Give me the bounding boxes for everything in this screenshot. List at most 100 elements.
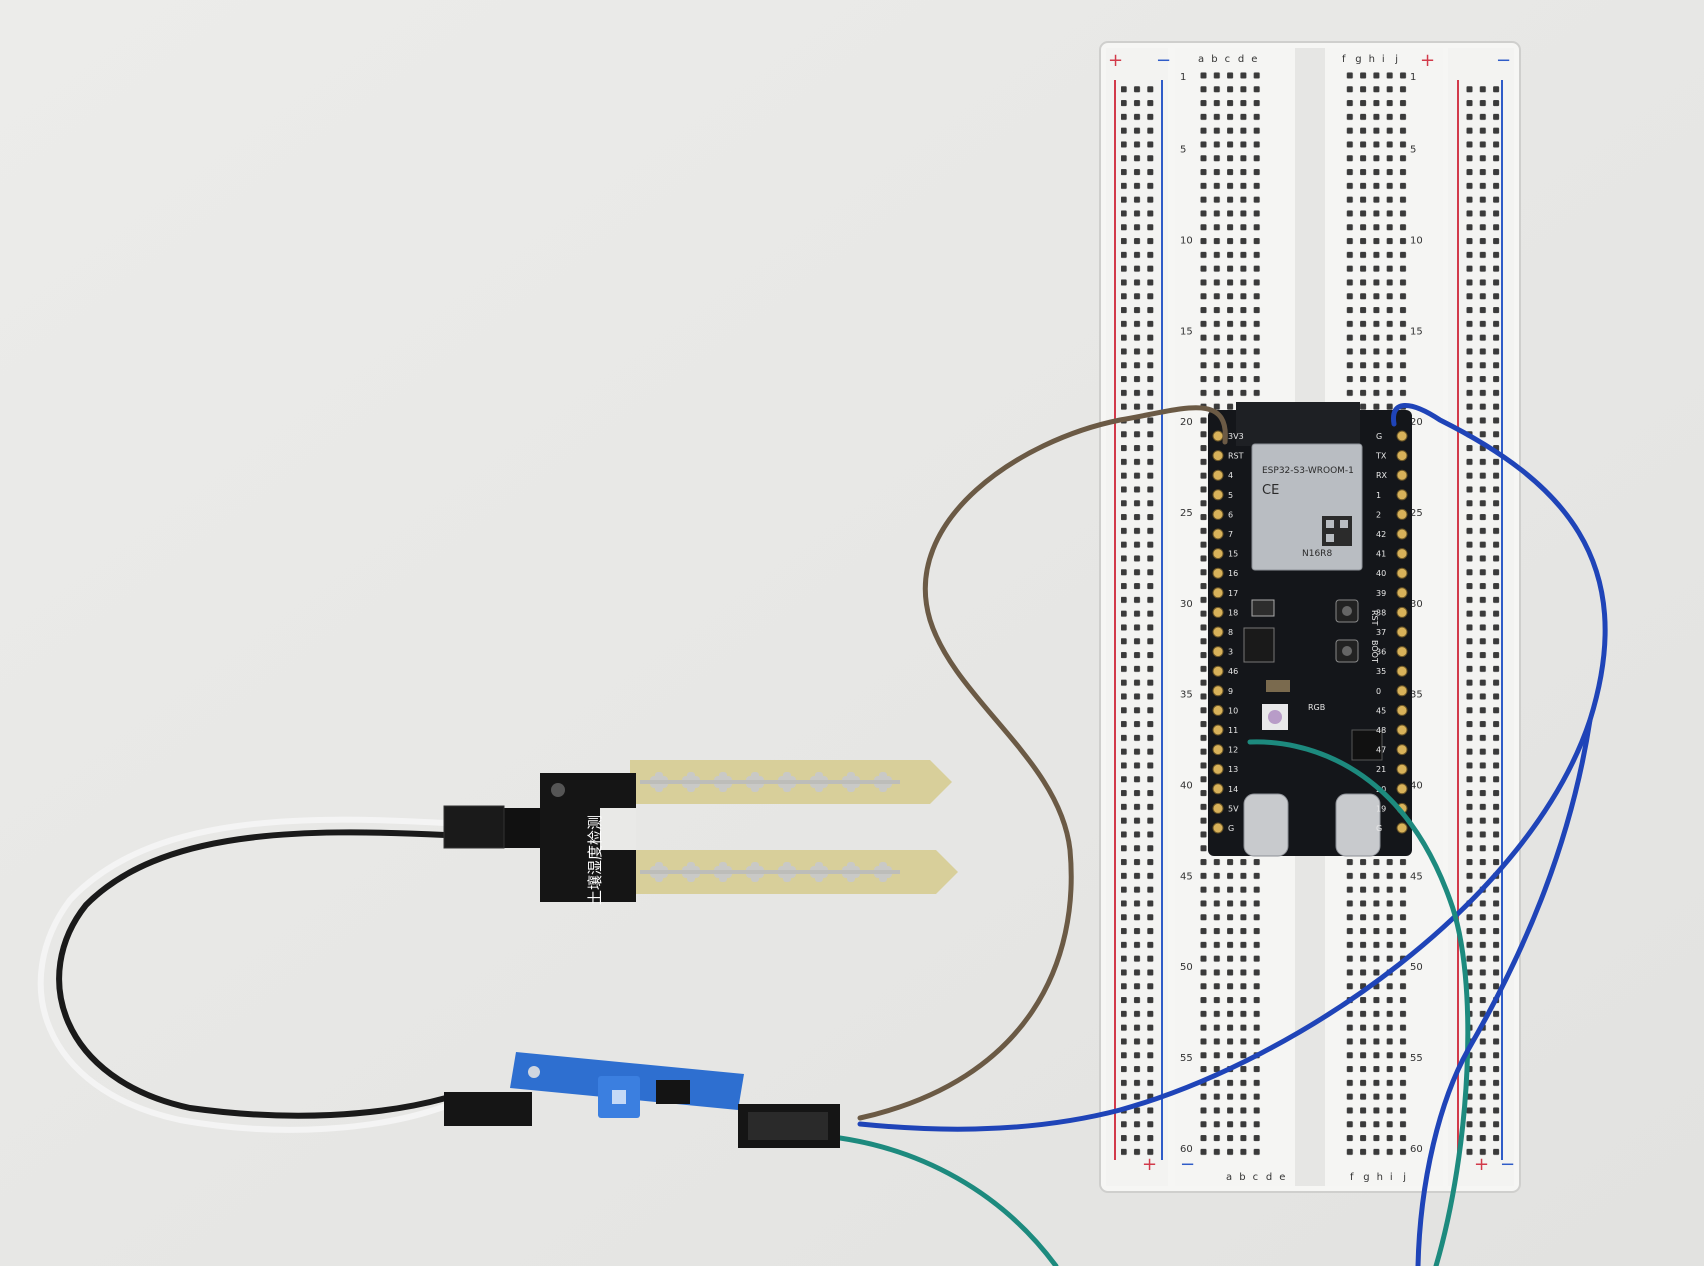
right-pin-pad — [1396, 508, 1408, 520]
boot-button-cap — [1342, 646, 1352, 656]
usb-c-port-left[interactable] — [1243, 793, 1289, 857]
row-number-15: 15 — [1410, 326, 1423, 337]
column-letter-i: i — [1382, 54, 1385, 65]
row-number-45: 45 — [1180, 871, 1193, 882]
left-pin-label-11: 11 — [1228, 726, 1238, 735]
qr-pixel — [1326, 520, 1334, 528]
soil-moisture-probe: 土壤湿度检测 — [443, 760, 958, 905]
column-letter-g: g — [1363, 1172, 1369, 1183]
right-pin-label-RX: RX — [1376, 471, 1388, 480]
row-number-30: 30 — [1410, 599, 1423, 610]
right-pin-label-35: 35 — [1376, 667, 1386, 676]
right-pin-pad — [1396, 528, 1408, 540]
left-pin-label-G: G — [1228, 824, 1234, 833]
right-pin-label-0: 0 — [1376, 687, 1381, 696]
left-pin-label-46: 46 — [1228, 667, 1238, 676]
left-pin-pad — [1212, 450, 1224, 462]
right-pin-label-2: 2 — [1376, 510, 1381, 519]
left-pin-label-3: 3 — [1228, 648, 1233, 657]
potentiometer-screw — [612, 1090, 626, 1104]
esp32-ce-mark: CE — [1262, 483, 1279, 498]
left-pin-label-18: 18 — [1228, 608, 1238, 617]
left-pin-label-12: 12 — [1228, 746, 1238, 755]
rail-plus-bottom-right: + — [1474, 1154, 1489, 1175]
right-pin-pad — [1396, 606, 1408, 618]
row-number-20: 20 — [1180, 417, 1193, 428]
rail-plus-bottom-left: + — [1142, 1154, 1157, 1175]
column-letter-c: c — [1253, 1172, 1259, 1183]
left-pin-pad — [1212, 469, 1224, 481]
capacitor — [1266, 680, 1290, 692]
left-pin-pad — [1212, 489, 1224, 501]
row-number-5: 5 — [1410, 145, 1416, 156]
right-rail-holes — [1464, 85, 1501, 1160]
rgb-led-lens — [1268, 710, 1282, 724]
row-number-25: 25 — [1180, 508, 1193, 519]
left-pin-pad — [1212, 646, 1224, 658]
left-pin-pad — [1212, 606, 1224, 618]
probe-head — [540, 773, 636, 902]
right-pin-pad — [1396, 646, 1408, 658]
black-wire — [56, 829, 449, 1119]
right-pin-label-37: 37 — [1376, 628, 1386, 637]
left-pin-pad — [1212, 567, 1224, 579]
right-pin-pad — [1396, 587, 1408, 599]
right-pin-label-G: G — [1376, 432, 1382, 441]
left-pin-label-7: 7 — [1228, 530, 1233, 539]
boot-label: BOOT — [1370, 640, 1379, 663]
left-pin-pad — [1212, 763, 1224, 775]
left-pin-label-10: 10 — [1228, 706, 1238, 715]
left-pin-pad — [1212, 724, 1224, 736]
left-pin-label-15: 15 — [1228, 550, 1238, 559]
row-number-55: 55 — [1410, 1053, 1423, 1064]
right-pin-label-TX: TX — [1375, 452, 1387, 461]
left-pin-pad — [1212, 508, 1224, 520]
usb-c-port-right[interactable] — [1335, 793, 1381, 857]
left-pin-label-9: 9 — [1228, 687, 1233, 696]
row-number-55: 55 — [1180, 1053, 1193, 1064]
esp32-module-antenna — [1236, 402, 1360, 446]
right-pin-label-42: 42 — [1376, 530, 1386, 539]
right-pin-pad — [1396, 724, 1408, 736]
left-pin-pad — [1212, 704, 1224, 716]
right-pin-label-38: 38 — [1376, 608, 1386, 617]
column-letter-e: e — [1251, 54, 1257, 65]
row-number-30: 30 — [1180, 599, 1193, 610]
left-pin-label-5V: 5V — [1228, 804, 1239, 813]
right-pin-label-48: 48 — [1376, 726, 1386, 735]
right-pin-pad — [1396, 744, 1408, 756]
left-pin-label-4: 4 — [1228, 471, 1233, 480]
probe-head-slot — [600, 808, 636, 850]
right-pin-pad — [1396, 548, 1408, 560]
left-pin-pad — [1212, 665, 1224, 677]
column-letter-j: j — [1394, 54, 1398, 65]
left-pin-label-6: 6 — [1228, 510, 1233, 519]
ldo-chip — [1243, 627, 1275, 663]
column-letter-d: d — [1238, 54, 1244, 65]
row-number-5: 5 — [1180, 145, 1186, 156]
left-pin-pad — [1212, 430, 1224, 442]
column-letter-a: a — [1198, 54, 1204, 65]
column-letter-h: h — [1369, 54, 1375, 65]
probe-label: 土壤湿度检测 — [586, 815, 604, 905]
row-number-1: 1 — [1410, 72, 1416, 83]
right-pin-pad — [1396, 763, 1408, 775]
column-letter-b: b — [1211, 54, 1217, 65]
left-pin-pad — [1212, 685, 1224, 697]
row-number-50: 50 — [1410, 962, 1423, 973]
right-pin-label-19: 19 — [1376, 804, 1386, 813]
row-number-45: 45 — [1410, 871, 1423, 882]
rail-plus-top-left: + — [1108, 50, 1123, 71]
right-pin-pad — [1396, 822, 1408, 834]
left-pin-pad — [1212, 783, 1224, 795]
right-pin-pad — [1396, 567, 1408, 579]
right-pin-label-40: 40 — [1376, 569, 1386, 578]
white-wire — [37, 816, 449, 1133]
esp32-module-label: ESP32-S3-WROOM-1 — [1262, 466, 1354, 476]
right-pin-pad — [1396, 665, 1408, 677]
